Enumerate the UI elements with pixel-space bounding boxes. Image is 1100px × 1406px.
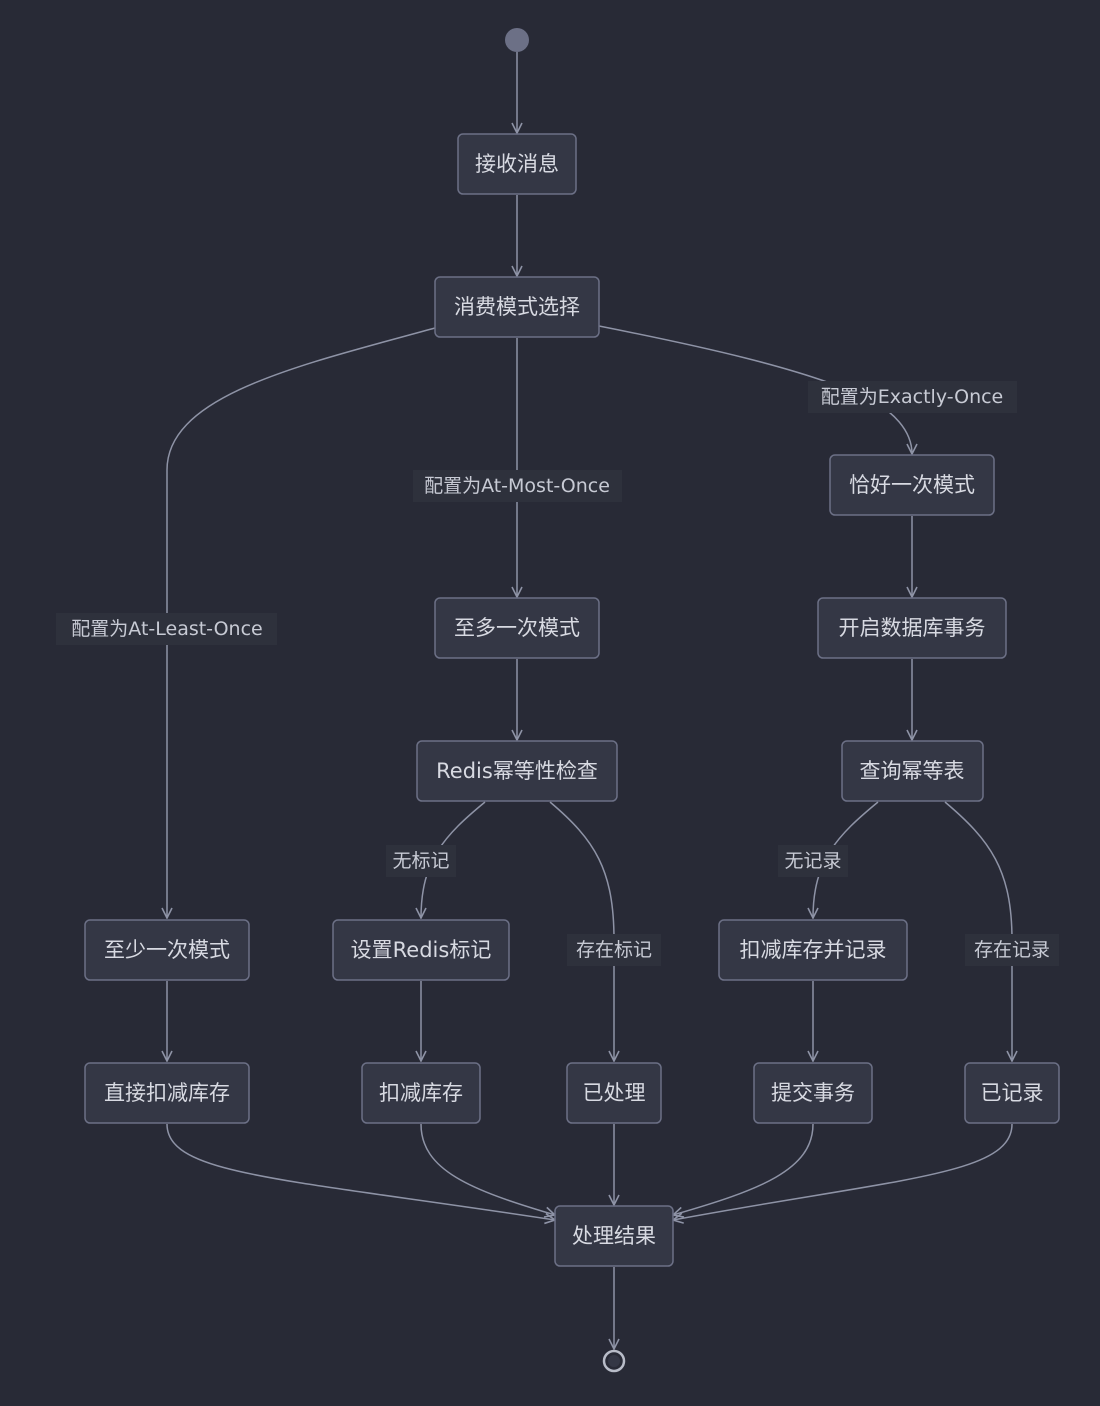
node-result-label: 处理结果 (572, 1224, 656, 1248)
edge-label-atleast: 配置为At-Least-Once (56, 613, 277, 645)
node-atmost[interactable]: 至多一次模式 (434, 597, 600, 659)
node-direct-deduct[interactable]: 直接扣减库存 (84, 1062, 250, 1124)
edge-label-atmost-text: 配置为At-Most-Once (424, 475, 610, 497)
node-deduct-record[interactable]: 扣减库存并记录 (718, 919, 908, 981)
edge-label-no-mark-text: 无标记 (392, 850, 449, 872)
edge-commit-result (673, 1123, 814, 1215)
node-redis-check[interactable]: Redis幂等性检查 (416, 740, 618, 802)
edge-recorded-result (673, 1123, 1013, 1220)
node-receive-label: 接收消息 (475, 152, 559, 176)
edge-label-has-record-text: 存在记录 (974, 939, 1050, 961)
edge-label-no-mark: 无标记 (386, 845, 456, 877)
node-atleast-label: 至少一次模式 (104, 938, 230, 962)
node-set-redis-label: 设置Redis标记 (351, 938, 492, 962)
node-commit-label: 提交事务 (771, 1081, 855, 1105)
node-direct-deduct-label: 直接扣减库存 (104, 1081, 230, 1105)
node-begin-tx[interactable]: 开启数据库事务 (817, 597, 1007, 659)
edge-label-has-mark-text: 存在标记 (576, 939, 652, 961)
node-result[interactable]: 处理结果 (554, 1205, 674, 1267)
node-deduct-record-label: 扣减库存并记录 (740, 938, 887, 962)
edge-label-atleast-text: 配置为At-Least-Once (71, 618, 262, 640)
edge-label-atmost: 配置为At-Most-Once (413, 470, 622, 502)
edge-label-no-record: 无记录 (778, 845, 848, 877)
node-select-label: 消费模式选择 (454, 295, 580, 319)
edge-label-has-mark: 存在标记 (567, 934, 661, 966)
edge-label-exactly-text: 配置为Exactly-Once (821, 386, 1004, 408)
node-recorded-label: 已记录 (981, 1081, 1044, 1105)
node-atmost-label: 至多一次模式 (454, 616, 580, 640)
node-select[interactable]: 消费模式选择 (434, 276, 600, 338)
node-recorded[interactable]: 已记录 (964, 1062, 1060, 1124)
edge-select-atleast (167, 327, 436, 918)
node-set-redis[interactable]: 设置Redis标记 (332, 919, 510, 981)
edge-deduct-result (420, 1123, 555, 1215)
node-processed[interactable]: 已处理 (566, 1062, 662, 1124)
end-node (602, 1349, 626, 1373)
node-exactly[interactable]: 恰好一次模式 (829, 454, 995, 516)
node-redis-check-label: Redis幂等性检查 (436, 759, 598, 783)
node-atleast[interactable]: 至少一次模式 (84, 919, 250, 981)
node-query-table[interactable]: 查询幂等表 (841, 740, 984, 802)
node-begin-tx-label: 开启数据库事务 (839, 616, 986, 640)
node-deduct-label: 扣减库存 (379, 1081, 463, 1105)
node-deduct[interactable]: 扣减库存 (361, 1062, 481, 1124)
node-query-table-label: 查询幂等表 (860, 759, 965, 783)
edges (167, 52, 1012, 1349)
edge-labels: 配置为Exactly-Once 配置为At-Most-Once 配置为At-Le… (56, 381, 1059, 966)
nodes: 接收消息 消费模式选择 恰好一次模式 至多一次模式 开启数据库事务 Redis幂… (84, 133, 1060, 1267)
edge-direct-result (166, 1123, 555, 1220)
edge-query-recorded (944, 801, 1012, 1061)
edge-label-exactly: 配置为Exactly-Once (808, 381, 1017, 413)
edge-label-no-record-text: 无记录 (784, 850, 841, 872)
node-receive[interactable]: 接收消息 (457, 133, 577, 195)
node-commit[interactable]: 提交事务 (753, 1062, 873, 1124)
edge-redis-processed (549, 801, 614, 1061)
node-processed-label: 已处理 (583, 1081, 646, 1105)
node-exactly-label: 恰好一次模式 (849, 473, 975, 497)
edge-label-has-record: 存在记录 (965, 934, 1059, 966)
start-node (505, 28, 529, 52)
